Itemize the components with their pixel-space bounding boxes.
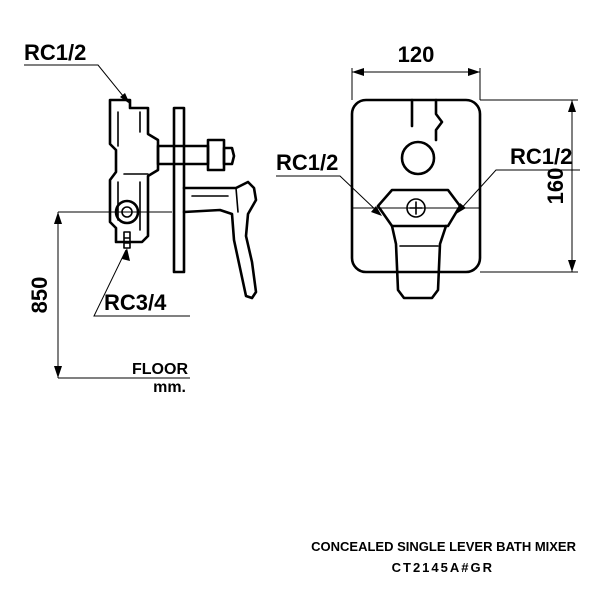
side-valve-inner	[117, 111, 149, 231]
side-lever-detail	[191, 187, 239, 213]
front-left-thread-leader	[276, 175, 381, 215]
front-wall-plate	[350, 98, 482, 274]
side-bottom-thread-label: RC3/4	[104, 290, 167, 315]
side-bottom-thread-arrow	[122, 248, 130, 261]
product-code: CT2145A#GR	[392, 560, 494, 575]
height-dim-label: 850	[27, 277, 52, 314]
front-diverter-knob	[400, 140, 436, 176]
side-valve-body	[108, 98, 160, 244]
product-name: CONCEALED SINGLE LEVER BATH MIXER	[311, 539, 576, 554]
height2-arrow-top	[568, 100, 576, 112]
height-dim-arrow-top	[54, 212, 62, 224]
side-diverter-tip	[222, 146, 236, 166]
side-wall-plate	[172, 106, 186, 274]
side-view: 850 FLOOR mm. RC1/2 RC3/4	[24, 40, 258, 396]
side-top-thread-leader	[24, 64, 129, 103]
front-left-thread-label: RC1/2	[276, 150, 338, 175]
floor-label: FLOOR	[132, 361, 188, 378]
front-right-thread-arrow	[456, 203, 466, 214]
height2-arrow-bottom	[568, 260, 576, 272]
side-bottom-stub	[123, 231, 131, 249]
front-left-thread-arrow	[371, 206, 382, 216]
side-diverter-knob	[206, 138, 226, 172]
height-dim-arrow-bottom	[54, 366, 62, 378]
side-bottom-thread-leader	[93, 249, 190, 317]
side-top-thread-label: RC1/2	[24, 40, 86, 65]
width-arrow-left	[352, 68, 364, 76]
side-lever-handle	[182, 180, 258, 300]
width-arrow-right	[468, 68, 480, 76]
front-diverter-slot	[410, 98, 444, 142]
front-lever-blade	[390, 224, 448, 300]
unit-label: mm.	[153, 379, 186, 396]
front-right-thread-leader	[457, 169, 580, 213]
width-dim-label: 120	[398, 42, 435, 67]
front-right-thread-label: RC1/2	[510, 144, 572, 169]
height2-dim-label: 160	[543, 168, 568, 205]
side-top-thread-arrow	[120, 93, 130, 104]
front-view: 120 160 RC1/2 RC1/2	[276, 42, 580, 300]
